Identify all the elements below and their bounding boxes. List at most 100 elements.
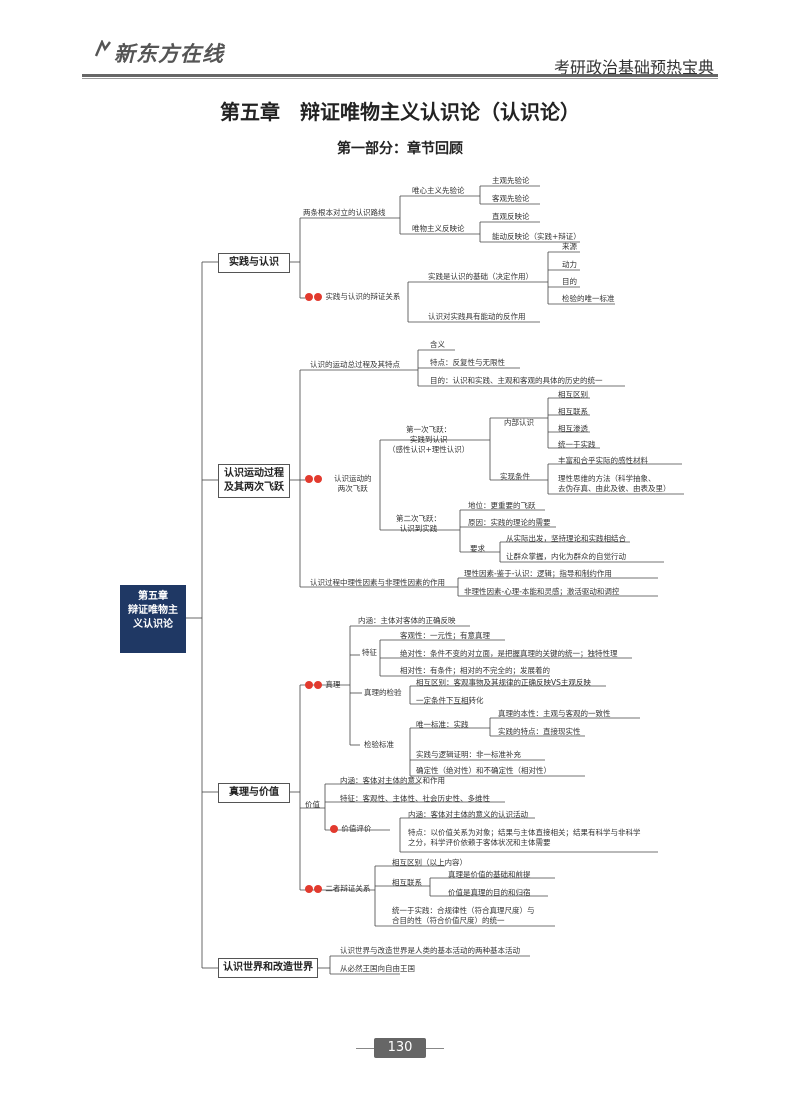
importance-star-icon (305, 475, 313, 483)
node: 原因：实践的理论的需要 (468, 518, 551, 527)
page-number: 130 (374, 1038, 426, 1058)
node: 实践是认识的基础（决定作用） (428, 272, 533, 281)
node-line: 两次飞跃 (337, 484, 368, 493)
node: 认识运动的 两次飞跃 (334, 474, 372, 494)
node: 客观先验论 (492, 194, 530, 203)
node: 真理 (305, 680, 340, 690)
node: 实现条件 (500, 472, 530, 481)
node: 第一次飞跃： 实践到认识 （感性认识+理性认识） (388, 425, 469, 455)
node: 检验标准 (364, 740, 394, 749)
node-label: 价值评价 (341, 824, 372, 833)
root-line-1: 第五章 (138, 591, 168, 602)
node: 价值评价 (330, 824, 371, 834)
importance-star-icon (330, 825, 338, 833)
node: 认识过程中理性因素与非理性因素的作用 (310, 578, 445, 587)
node: 确定性（绝对性）和不确定性（相对性） (416, 766, 551, 775)
node-label: 真理 (325, 680, 341, 689)
node-line: 认识运动的 (334, 474, 372, 483)
node-line: （感性认识+理性认识） (388, 445, 470, 454)
node: 实践与逻辑证明：非一标准补充 (416, 750, 521, 759)
importance-star-icon (305, 885, 313, 893)
page-number-rule-left (356, 1048, 374, 1049)
node-line: 第一次飞跃： (406, 425, 452, 434)
node: 直观反映论 (492, 212, 530, 221)
node (305, 474, 323, 484)
node: 实践的特点：直接现实性 (498, 727, 581, 736)
node: 特点：以价值关系为对象；结果与主体直接相关；结果有科学与非科学 之分，科学评价依… (408, 828, 641, 848)
section-subtitle: 第一部分：章节回顾 (337, 141, 463, 157)
node: 认识对实践具有能动的反作用 (428, 312, 526, 321)
node: 价值 (305, 800, 320, 809)
node: 真理是价值的基础和前提 (448, 870, 531, 879)
node: 真理的检验 (364, 688, 402, 697)
node: 真理的本性：主观与客观的一致性 (498, 709, 611, 718)
branch-cognition-line-1: 认识运动过程 (224, 468, 284, 479)
branch-cognition-process: 认识运动过程 及其两次飞跃 (218, 464, 290, 498)
node: 价值是真理的目的和归宿 (448, 888, 531, 897)
node: 绝对性：条件不变的对立面，是把握真理的关键的统一；独特性理 (400, 649, 618, 658)
node: 相互渗透 (558, 424, 588, 433)
node: 唯物主义反映论 (412, 224, 465, 233)
node: 含义 (430, 340, 445, 349)
node: 特征 (362, 648, 377, 657)
node: 唯心主义先验论 (412, 186, 465, 195)
node: 主观先验论 (492, 176, 530, 185)
node: 实践与认识的辩证关系 (305, 292, 400, 302)
node: 唯一标准：实践 (416, 720, 469, 729)
mindmap-root: 第五章 辩证唯物主 义认识论 (120, 585, 186, 653)
node: 客观性：一元性；有意真理 (400, 631, 490, 640)
node: 内涵：主体对客体的正确反映 (358, 616, 456, 625)
node: 相互联系 (392, 878, 422, 887)
node-line: 合目的性（符合价值尺度）的统一 (392, 916, 505, 925)
branch-cognition-line-2: 及其两次飞跃 (224, 482, 284, 493)
node: 相互区别（以上内容） (392, 858, 467, 867)
node: 理性因素-鉴于-认识：逻辑；指导和制约作用 (464, 569, 612, 578)
node: 目的：认识和实践、主观和客观的具体的历史的统一 (430, 376, 603, 385)
importance-star-icon (314, 681, 322, 689)
node-line: 认识到实践 (399, 524, 438, 533)
node: 相互联系 (558, 407, 588, 416)
importance-star-icon (314, 885, 322, 893)
node: 动力 (562, 260, 577, 269)
branch-world: 认识世界和改造世界 (218, 958, 318, 978)
node-line: 去伪存真、由此及彼、由表及里） (558, 484, 671, 493)
importance-star-icon (314, 293, 322, 301)
node: 内部认识 (504, 418, 534, 427)
node: 内涵：客体对主体的意义的认识活动 (408, 810, 528, 819)
node: 内涵：客体对主体的意义和作用 (340, 776, 445, 785)
node: 两条根本对立的认识路线 (303, 208, 386, 217)
branch-practice-cognition: 实践与认识 (218, 253, 290, 273)
node: 相互区别 (558, 390, 588, 399)
node: 检验的唯一标准 (562, 294, 615, 303)
node: 一定条件下互相转化 (416, 696, 484, 705)
node-label: 实践与认识的辩证关系 (325, 292, 401, 301)
node-line: 实践到认识 (409, 435, 448, 444)
brand-logo: 新东方在线 (114, 42, 224, 66)
node: 从实际出发，坚持理论和实践相结合 (506, 534, 626, 543)
node: 统一于实践：合规律性（符合真理尺度）与 合目的性（符合价值尺度）的统一 (392, 906, 535, 926)
node-line: 特点：以价值关系为对象；结果与主体直接相关；结果有科学与非科学 (408, 828, 641, 837)
node: 理性思维的方法（科学抽象、 去伪存真、由此及彼、由表及里） (558, 474, 671, 494)
node: 地位：更重要的飞跃 (468, 501, 536, 510)
node: 来源 (562, 242, 577, 251)
node-line: 统一于实践：合规律性（符合真理尺度）与 (392, 906, 535, 915)
node: 非理性因素-心理-本能和灵感；激活驱动和调控 (464, 587, 620, 596)
root-line-2: 辩证唯物主 (128, 605, 178, 616)
node-label: 二者辩证关系 (325, 884, 371, 893)
header-rule-thin (82, 78, 718, 79)
node: 目的 (562, 277, 577, 286)
node: 能动反映论（实践+辩证） (492, 232, 581, 241)
node-line: 之分，科学评价依赖于客体状况和主体需要 (408, 838, 551, 847)
importance-star-icon (305, 293, 313, 301)
header-rule (82, 74, 718, 77)
node: 要求 (470, 544, 485, 553)
node: 相互区别：客观事物及其规律的正确反映VS主观反映 (416, 678, 591, 687)
node: 特征：客观性、主体性、社会历史性、多维性 (340, 794, 490, 803)
node: 从必然王国向自由王国 (340, 964, 415, 973)
chapter-title: 第五章 辩证唯物主义认识论（认识论） (220, 100, 580, 124)
node: 第二次飞跃： 认识到实践 (396, 514, 441, 534)
node-line: 理性思维的方法（科学抽象、 (558, 474, 656, 483)
importance-star-icon (314, 475, 322, 483)
brand-logo-icon (94, 40, 111, 57)
